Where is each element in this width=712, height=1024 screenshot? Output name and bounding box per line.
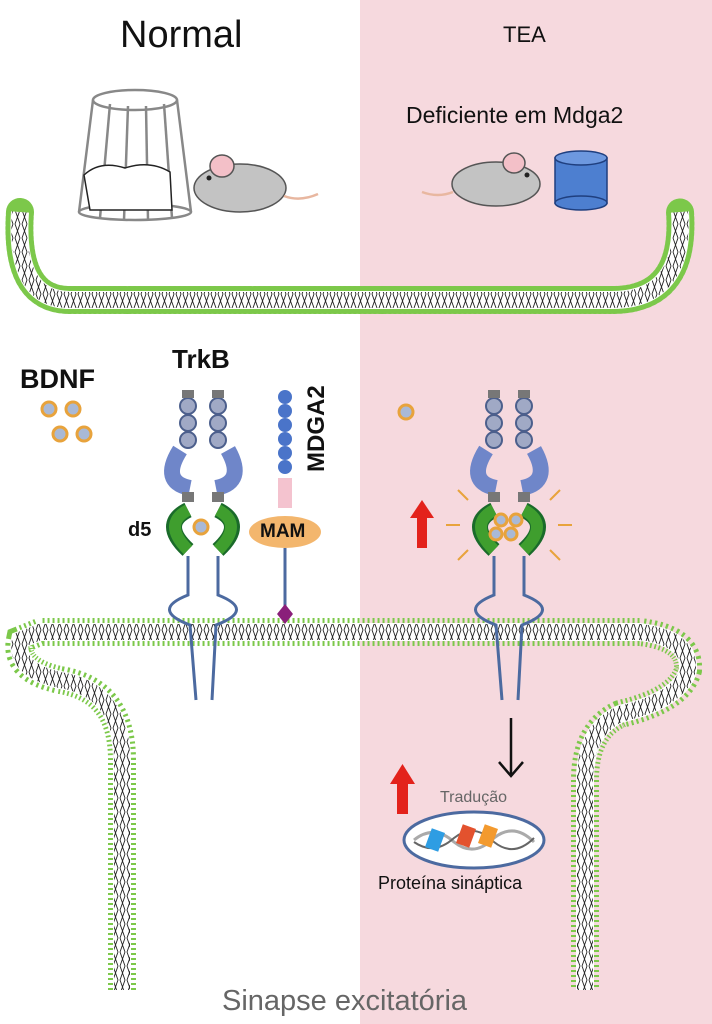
up-arrow-icon xyxy=(410,500,434,548)
trkb-label: TrkB xyxy=(172,344,230,374)
bdnf-label: BDNF xyxy=(20,364,95,394)
presynaptic-membrane xyxy=(5,198,695,314)
tea-title: TEA xyxy=(503,22,546,47)
bdnf-particle xyxy=(397,403,415,421)
bdnf-particles xyxy=(40,400,93,443)
d5-label: d5 xyxy=(128,519,152,541)
mdga2-protein xyxy=(249,390,321,624)
up-arrow-icon xyxy=(390,764,415,814)
mouse-icon xyxy=(421,152,541,207)
postsynaptic-membrane xyxy=(5,618,702,990)
excitatory-synapse-label: Sinapse excitatória xyxy=(222,985,468,1017)
cylinder-icon xyxy=(554,150,608,211)
translation-oval xyxy=(402,810,546,870)
mouse-icon xyxy=(193,154,319,213)
trkb-receptor-right xyxy=(446,390,572,701)
mdga2-label: MDGA2 xyxy=(303,385,330,472)
synaptic-protein-label: Proteína sináptica xyxy=(378,873,523,893)
down-arrow-icon xyxy=(498,718,524,778)
deficient-label: Deficiente em Mdga2 xyxy=(406,102,624,128)
normal-title: Normal xyxy=(120,14,243,56)
trkb-receptor-left xyxy=(164,390,243,701)
translation-label: Tradução xyxy=(440,789,507,806)
cage-icon xyxy=(77,88,193,222)
mam-label: MAM xyxy=(260,521,306,542)
